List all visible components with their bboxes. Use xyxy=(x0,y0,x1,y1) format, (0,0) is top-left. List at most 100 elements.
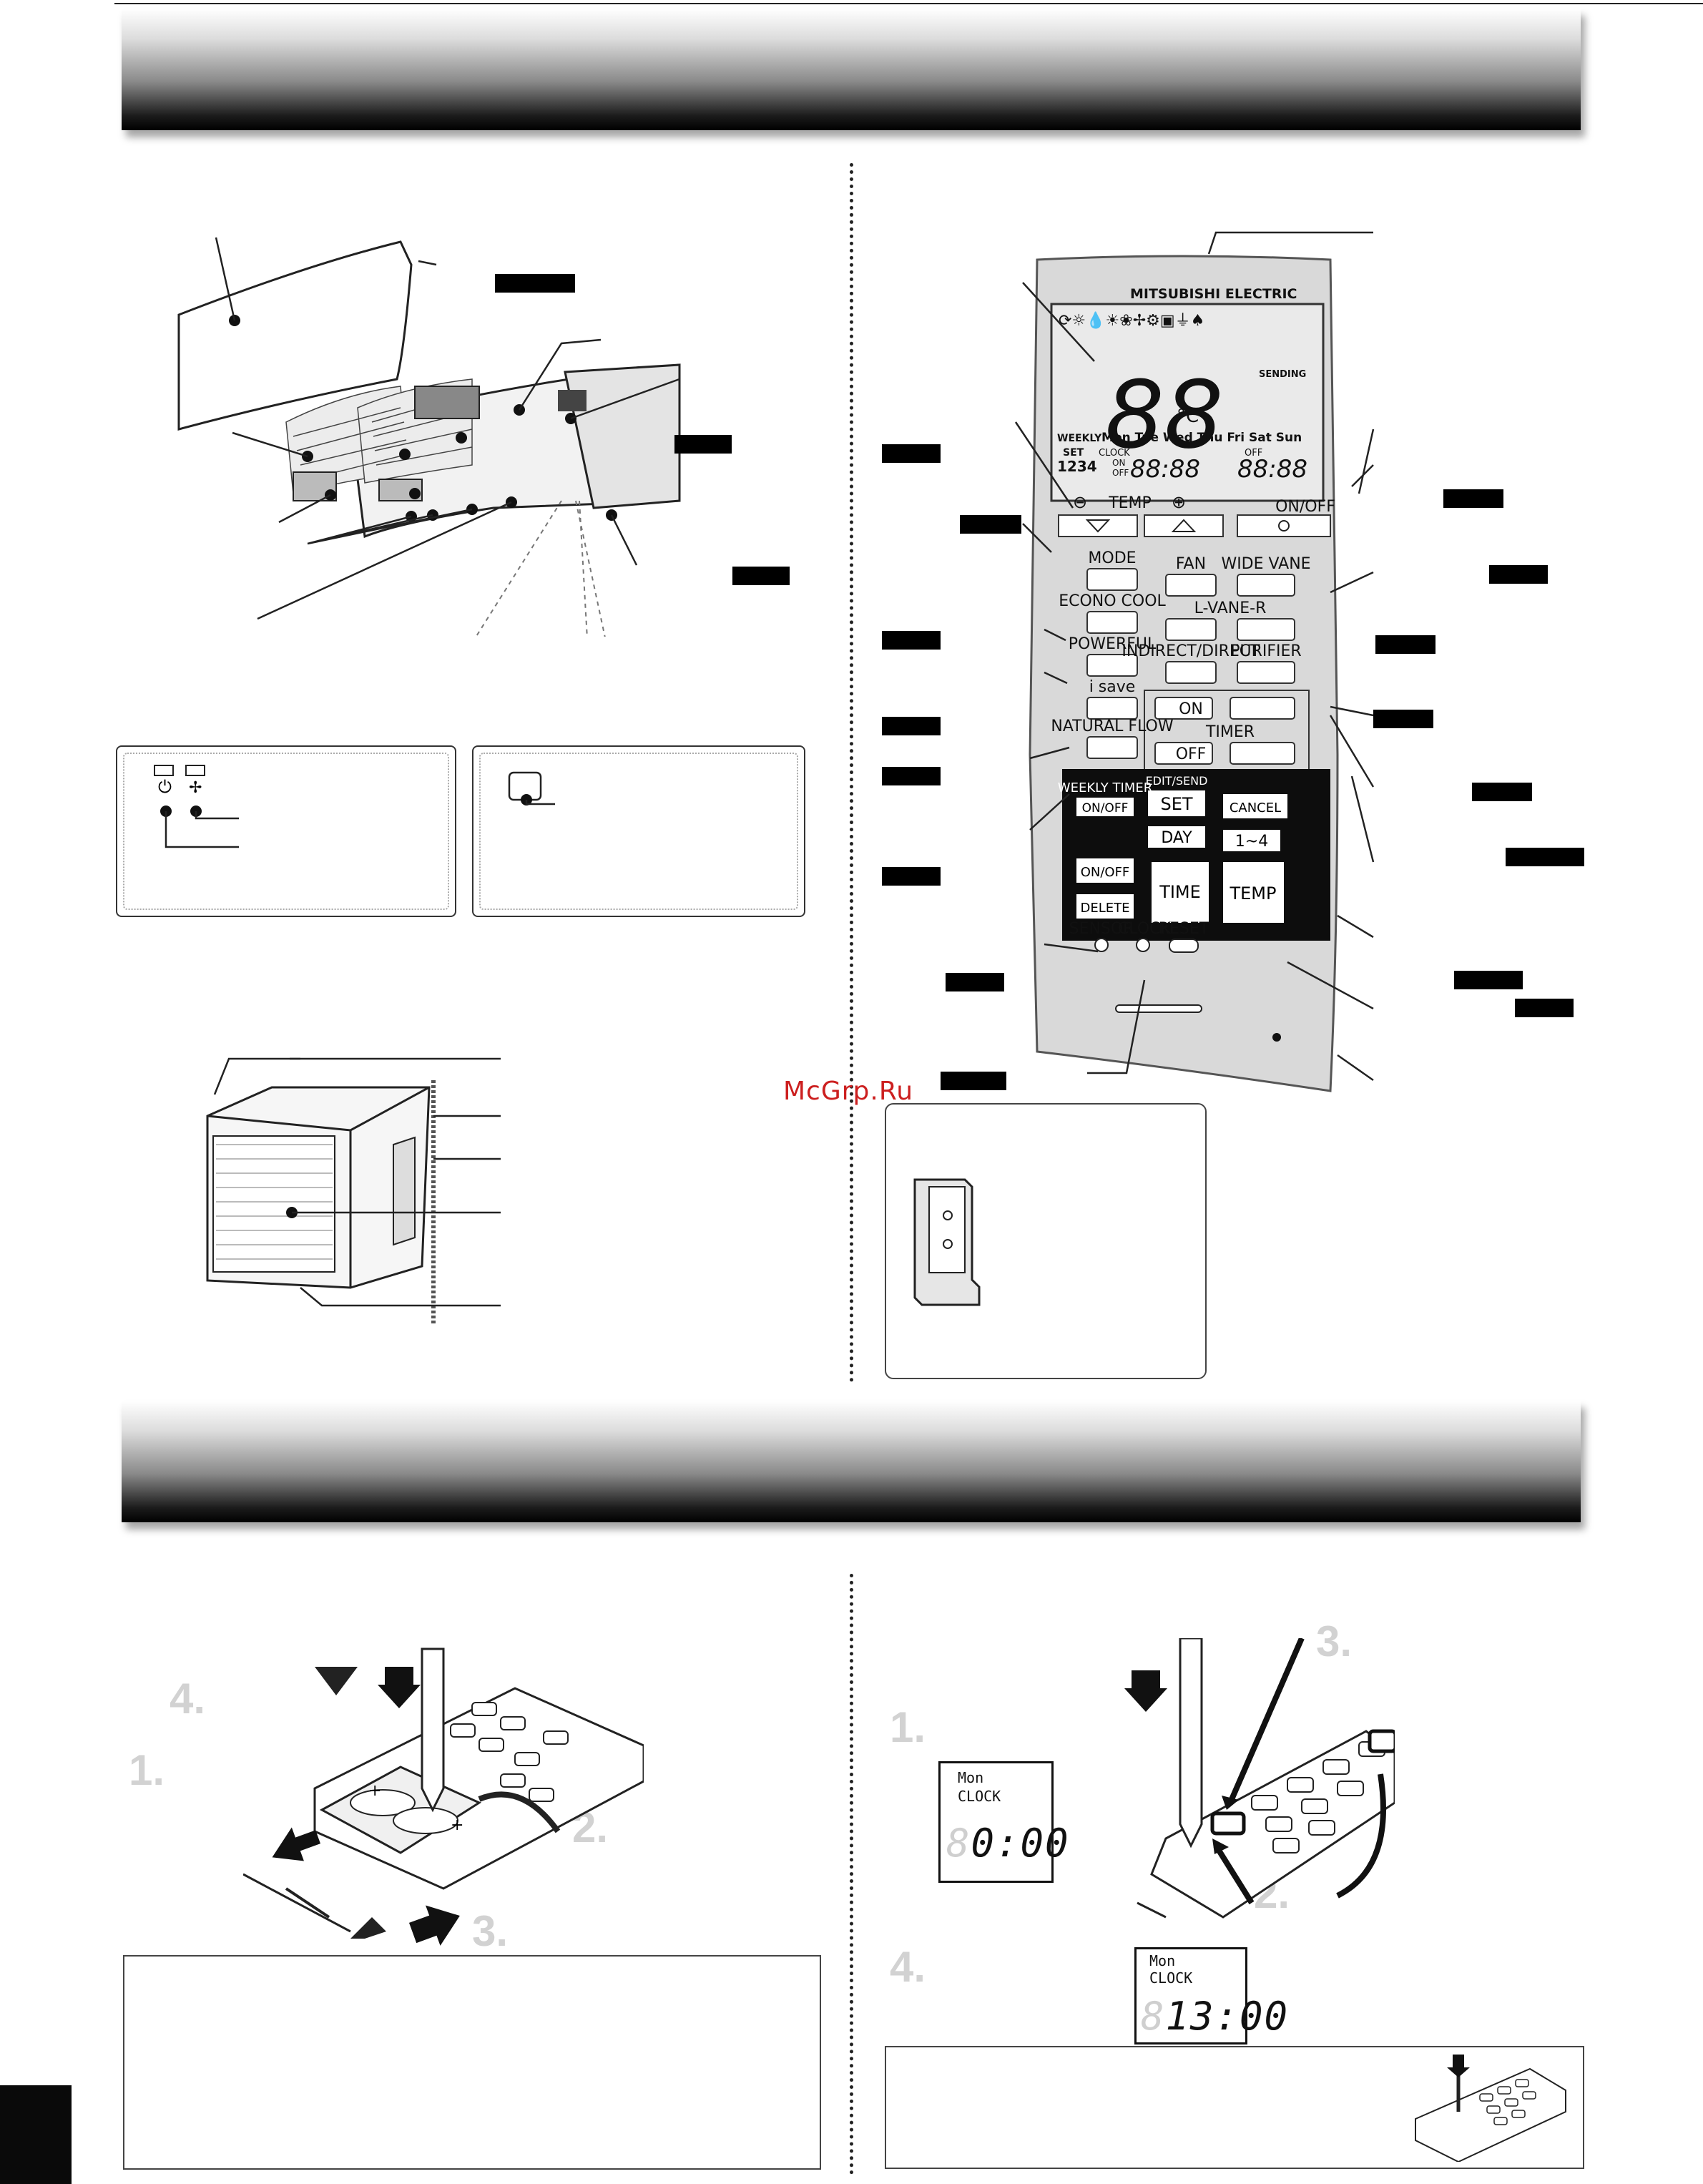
sensor-label: SENSOR xyxy=(1069,920,1134,938)
holder-icon xyxy=(913,1178,981,1306)
lcd-on: ON xyxy=(1112,458,1125,468)
lcd-off-2: OFF xyxy=(1245,448,1262,459)
wide-vane-label: WIDE VANE xyxy=(1221,555,1310,573)
arrow-out-icon xyxy=(272,1827,321,1861)
mode-label: MODE xyxy=(1088,549,1136,567)
cancel-label: CANCEL xyxy=(1230,800,1281,816)
receiver-detail-panel xyxy=(472,745,805,917)
label-marker xyxy=(495,274,575,293)
label-marker xyxy=(674,435,732,454)
label-marker xyxy=(882,444,941,463)
delete-label: DELETE xyxy=(1080,901,1129,916)
step-number: 3. xyxy=(472,1907,509,1955)
top-rule xyxy=(114,3,1703,4)
page-tab xyxy=(0,2085,72,2184)
onoff-label: ON/OFF xyxy=(1275,498,1335,516)
lcd-clock-text: CLOCK xyxy=(1149,1969,1193,1987)
label-marker xyxy=(1454,971,1523,989)
label-marker xyxy=(960,515,1021,534)
timer-off-label: OFF xyxy=(1176,745,1207,763)
svg-text:+: + xyxy=(451,1816,463,1834)
lcd-unit: °C xyxy=(1177,406,1199,427)
reset-label: RESET xyxy=(1159,920,1209,938)
fan-label: FAN xyxy=(1176,555,1206,573)
wt-onoff-label: ON/OFF xyxy=(1081,865,1130,880)
timer-label: TIMER xyxy=(1205,723,1255,741)
isave-label: i save xyxy=(1089,678,1136,696)
lcd-set: SET xyxy=(1063,447,1084,459)
outdoor-unit-illustration xyxy=(206,1057,501,1323)
label-marker xyxy=(1443,489,1503,508)
section-banner-top xyxy=(122,9,1581,130)
svg-text:⟳☼💧☀❀✢⚙▣⏚♠: ⟳☼💧☀❀✢⚙▣⏚♠ xyxy=(1059,311,1204,330)
label-marker xyxy=(882,767,941,785)
battery-note-panel xyxy=(123,1955,821,2170)
econo-cool-label: ECONO COOL xyxy=(1059,592,1166,610)
remote-holder-panel xyxy=(885,1103,1207,1379)
step-number: 3. xyxy=(1316,1617,1353,1665)
svg-text:⊕: ⊕ xyxy=(1172,492,1186,512)
reset-note-panel xyxy=(885,2046,1584,2169)
arrow-down-icon xyxy=(378,1667,421,1708)
temp-label: TEMP xyxy=(1108,494,1152,512)
column-divider-top xyxy=(850,163,853,1383)
l-vane-r-label: L-VANE-R xyxy=(1194,599,1267,617)
time-label: TIME xyxy=(1159,882,1201,902)
label-marker xyxy=(941,1072,1006,1090)
lcd-temperature: 88 xyxy=(1105,361,1223,469)
indicator-detail-panel: ⏻ ✢ xyxy=(116,745,456,917)
remote-brand: MITSUBISHI ELECTRIC xyxy=(1130,286,1297,302)
clock-lcd-set: Mon CLOCK 813:00 xyxy=(1134,1947,1287,2045)
lcd-clock: CLOCK xyxy=(1099,448,1130,459)
lcd-day: Mon xyxy=(1149,1952,1176,1969)
battery-install-illustration: + + xyxy=(243,1647,644,1939)
label-marker xyxy=(1472,783,1532,801)
label-marker xyxy=(1506,848,1584,866)
lcd-time: 80:00 xyxy=(946,1821,1070,1866)
lcd-sending: SENDING xyxy=(1259,369,1306,380)
column-divider-bottom xyxy=(850,1574,853,2175)
reset-small-illustration xyxy=(1415,2055,1566,2162)
svg-text:⊖: ⊖ xyxy=(1073,492,1087,512)
clock-lcd-blinking: Mon CLOCK 80:00 xyxy=(938,1761,1069,1883)
label-marker xyxy=(946,973,1004,991)
step-number: 4. xyxy=(170,1675,206,1723)
day-label: DAY xyxy=(1161,829,1192,847)
natural-flow-label: NATURAL FLOW xyxy=(1051,718,1173,735)
svg-text:⏻: ⏻ xyxy=(158,777,172,797)
label-marker xyxy=(882,717,941,735)
lcd-days: Mon Tue Wed Thu Fri Sat Sun xyxy=(1101,431,1302,445)
lcd-time: 813:00 xyxy=(1141,1994,1290,2039)
step-number: 1. xyxy=(890,1703,926,1751)
section-banner-middle xyxy=(122,1401,1581,1522)
lcd-clock-text: CLOCK xyxy=(958,1788,1001,1805)
label-marker xyxy=(732,567,790,585)
lcd-1234: 1234 xyxy=(1057,458,1097,475)
svg-text:+: + xyxy=(368,1782,381,1800)
lcd-time-a: 88:88 xyxy=(1130,455,1200,484)
label-marker xyxy=(1373,710,1433,728)
arrow-in-icon xyxy=(408,1905,460,1946)
label-marker xyxy=(1489,565,1548,584)
label-marker xyxy=(882,867,941,886)
arrow-down-icon xyxy=(1124,1670,1167,1712)
label-marker xyxy=(1515,999,1574,1017)
clock-label: CLOCK xyxy=(1118,920,1172,938)
lcd-day: Mon xyxy=(958,1769,984,1786)
timer-on-label: ON xyxy=(1179,700,1203,718)
step-number: 1. xyxy=(129,1746,165,1794)
remote-callout-lines xyxy=(1014,231,1375,1082)
range-label: 1~4 xyxy=(1235,833,1268,851)
weekly-timer-label: WEEKLY TIMER xyxy=(1058,780,1152,795)
clock-set-illustration xyxy=(1137,1638,1395,1919)
lcd-time-b: 88:88 xyxy=(1237,455,1307,484)
set-label: SET xyxy=(1160,794,1192,814)
watermark: McGrp.Ru xyxy=(783,1077,914,1106)
lcd-off: OFF xyxy=(1112,468,1129,478)
indirect-direct-label: INDIRECT/DIRECT xyxy=(1122,642,1260,660)
lcd-weekly: WEEKLY xyxy=(1057,433,1102,444)
svg-text:✢: ✢ xyxy=(189,779,202,797)
purifier-label: PURIFIER xyxy=(1230,642,1301,660)
label-marker xyxy=(1375,635,1435,654)
edit-send-label: EDIT/SEND xyxy=(1146,774,1208,788)
